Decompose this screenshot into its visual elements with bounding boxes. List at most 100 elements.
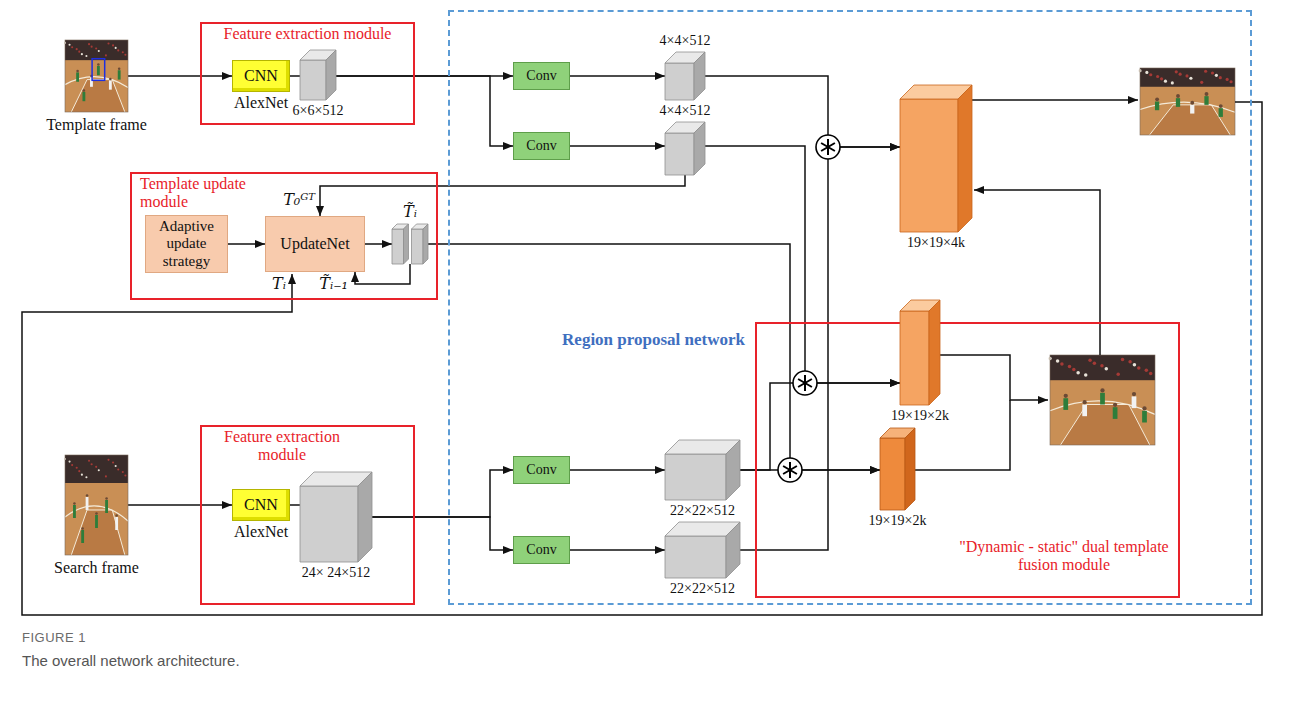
player-head bbox=[1083, 400, 1087, 404]
connector-arrow bbox=[740, 383, 900, 470]
output-wire bbox=[972, 99, 1138, 101]
connector-arrow bbox=[290, 75, 300, 77]
cube-face bbox=[412, 229, 424, 264]
fusion-module: 19×19×2k19×19×2k"Dynamic - static" dual … bbox=[755, 322, 1180, 598]
cube-face bbox=[300, 486, 358, 562]
crowd-dot bbox=[81, 53, 83, 55]
player-head bbox=[1113, 403, 1117, 407]
box-label: UpdateNet bbox=[280, 235, 349, 253]
crowd-dot bbox=[1185, 74, 1188, 77]
cube-face bbox=[900, 99, 958, 232]
player-head bbox=[86, 494, 89, 497]
player-head bbox=[81, 527, 84, 530]
crowd-dot bbox=[1076, 371, 1080, 375]
crowd-dot bbox=[78, 51, 80, 53]
court-key bbox=[71, 510, 125, 555]
crowd-dot bbox=[1200, 81, 1203, 84]
connector-arrow bbox=[228, 243, 265, 245]
connector-arrow bbox=[570, 469, 665, 471]
crowd-dot bbox=[71, 46, 73, 48]
crowd-dot bbox=[117, 49, 119, 51]
cube-shape bbox=[900, 85, 972, 232]
connector-arrow bbox=[372, 470, 513, 517]
player bbox=[1100, 393, 1105, 405]
crowd-dot bbox=[91, 46, 93, 48]
symbol-circle bbox=[778, 458, 802, 482]
player bbox=[109, 80, 112, 89]
player-head bbox=[109, 78, 112, 81]
cube-shape bbox=[880, 428, 915, 510]
crowd-dot bbox=[1149, 372, 1153, 376]
symbol-star bbox=[783, 462, 797, 478]
crowd-dot bbox=[1149, 73, 1152, 76]
photo-frame bbox=[65, 455, 128, 555]
cube-shape bbox=[300, 472, 372, 562]
crowd-dot bbox=[76, 48, 78, 50]
symbol-circle bbox=[816, 135, 840, 159]
dimension-label: 4×4×512 bbox=[660, 33, 711, 49]
crowd-dot bbox=[1060, 362, 1064, 366]
crowd-dot bbox=[78, 470, 80, 472]
crowd-dot bbox=[1116, 373, 1120, 377]
crowd-dot bbox=[1137, 366, 1141, 370]
conv-box: Conv bbox=[513, 536, 570, 564]
player bbox=[97, 66, 100, 75]
module-title: "Dynamic - static" dual template fusion … bbox=[955, 538, 1173, 575]
connector-arrow bbox=[570, 75, 665, 77]
player-head bbox=[73, 502, 76, 505]
crowd-dot bbox=[1219, 76, 1222, 79]
crowd-dot bbox=[68, 44, 70, 46]
crowd-dot bbox=[1215, 74, 1218, 77]
fusion-wire bbox=[940, 355, 1048, 400]
crowd bbox=[1140, 68, 1235, 87]
crowd-dot bbox=[1068, 365, 1072, 369]
player bbox=[95, 515, 98, 528]
cnn-box: CNNAlexNet bbox=[232, 60, 290, 92]
court-floor bbox=[65, 455, 128, 555]
conv-box: Conv bbox=[513, 132, 570, 160]
player-head bbox=[1100, 388, 1104, 392]
crowd-dot bbox=[122, 51, 124, 53]
cube-shape bbox=[300, 50, 336, 100]
crowd-dot bbox=[105, 54, 107, 56]
player-head bbox=[1155, 97, 1159, 101]
player bbox=[1132, 396, 1137, 408]
feature-map: 4×4×512 bbox=[665, 122, 705, 175]
photo-frame bbox=[1140, 68, 1235, 135]
crowd-dot bbox=[124, 54, 126, 56]
dimension-label: 22×22×512 bbox=[670, 581, 735, 597]
figure-number: FIGURE 1 bbox=[22, 630, 86, 645]
player bbox=[1113, 407, 1118, 419]
player bbox=[1063, 398, 1068, 410]
cube-shape bbox=[665, 440, 740, 500]
player-head bbox=[1064, 394, 1068, 398]
crowd-dot bbox=[1164, 80, 1167, 83]
connector-group bbox=[128, 76, 900, 550]
connector-arrow bbox=[336, 76, 513, 146]
crowd-dot bbox=[85, 476, 87, 478]
dimension-label: 19×19×2k bbox=[891, 408, 949, 424]
crowd-dot bbox=[115, 465, 117, 467]
player-head bbox=[105, 497, 108, 500]
crowd-dot bbox=[88, 43, 90, 45]
crowd-dot bbox=[98, 50, 100, 52]
target-box bbox=[92, 59, 105, 81]
box-label: CNN bbox=[244, 67, 278, 85]
player-head bbox=[76, 70, 79, 73]
connector-arrow bbox=[740, 147, 900, 550]
crowd-dot bbox=[1160, 77, 1163, 80]
template-frame: Template frame bbox=[65, 40, 128, 112]
image-caption: Search frame bbox=[54, 559, 139, 577]
signal-name: T̃ᵢ₋₁ bbox=[319, 274, 348, 293]
feature-map: 24× 24×512 bbox=[300, 472, 372, 562]
player-head bbox=[1190, 101, 1194, 105]
photo-group bbox=[64, 40, 1235, 555]
crowd-dot bbox=[1229, 80, 1232, 83]
player bbox=[1082, 405, 1087, 417]
cube-face bbox=[905, 428, 915, 510]
cube-face bbox=[404, 224, 409, 264]
crowd-dot bbox=[1133, 363, 1137, 367]
player bbox=[76, 72, 79, 81]
